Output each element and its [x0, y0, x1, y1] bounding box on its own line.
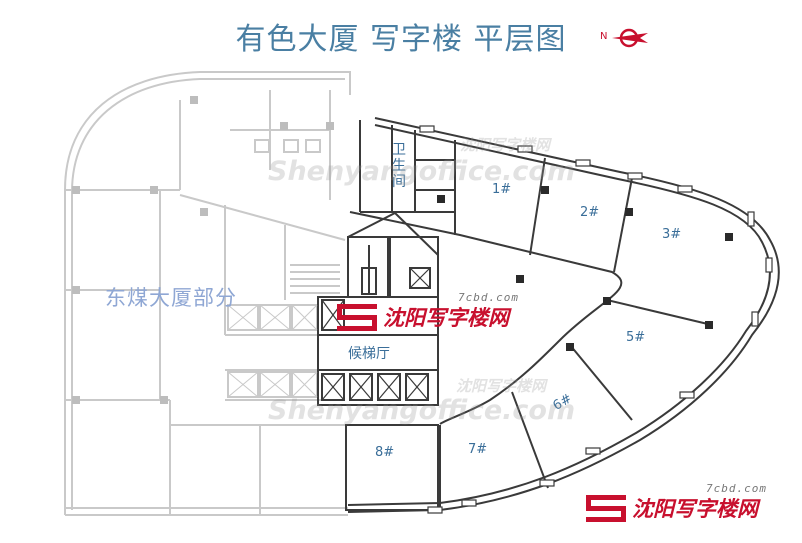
structural-columns	[437, 186, 733, 351]
toilet-label: 卫生间	[392, 142, 406, 190]
east-elevator-marks	[227, 304, 318, 398]
compass-icon	[612, 28, 648, 48]
logo-domain-2: 7cbd.com	[706, 482, 767, 495]
page-title: 有色大厦 写字楼 平层图	[235, 22, 567, 57]
facade-windows	[419, 125, 773, 514]
unit-label-1: 1#	[492, 182, 512, 197]
unit-label-7: 7#	[468, 442, 488, 457]
brand-name: 沈阳写字楼网	[632, 497, 758, 521]
east-wing-label: 东煤大厦部分	[105, 286, 237, 310]
unit-label-2: 2#	[580, 205, 600, 220]
elevator-marks	[321, 267, 431, 401]
brand-logo-1: 沈阳写字楼网	[335, 302, 509, 332]
logo-domain-1: 7cbd.com	[458, 291, 519, 304]
north-label: N	[600, 31, 608, 42]
elevator-lobby-label: 候梯厅	[348, 346, 390, 362]
brand-mark-icon	[335, 302, 379, 332]
brand-name: 沈阳写字楼网	[383, 306, 509, 330]
north-arrow: N	[600, 26, 650, 50]
brand-logo-2: 沈阳写字楼网	[584, 493, 758, 523]
office-walls	[317, 117, 780, 513]
unit-label-3: 3#	[662, 227, 682, 242]
east-wing-walls	[64, 71, 351, 516]
east-columns	[72, 96, 334, 404]
brand-mark-icon	[584, 493, 628, 523]
watermark-brand-2: 沈阳写字楼网	[456, 377, 547, 395]
watermark-latin-2: Shenyangoffice.com	[268, 395, 576, 426]
unit-label-8: 8#	[375, 445, 395, 460]
watermark-brand-1: 沈阳写字楼网	[460, 136, 551, 154]
unit-label-5: 5#	[626, 330, 646, 345]
watermark-latin-1: Shenyangoffice.com	[268, 156, 576, 187]
